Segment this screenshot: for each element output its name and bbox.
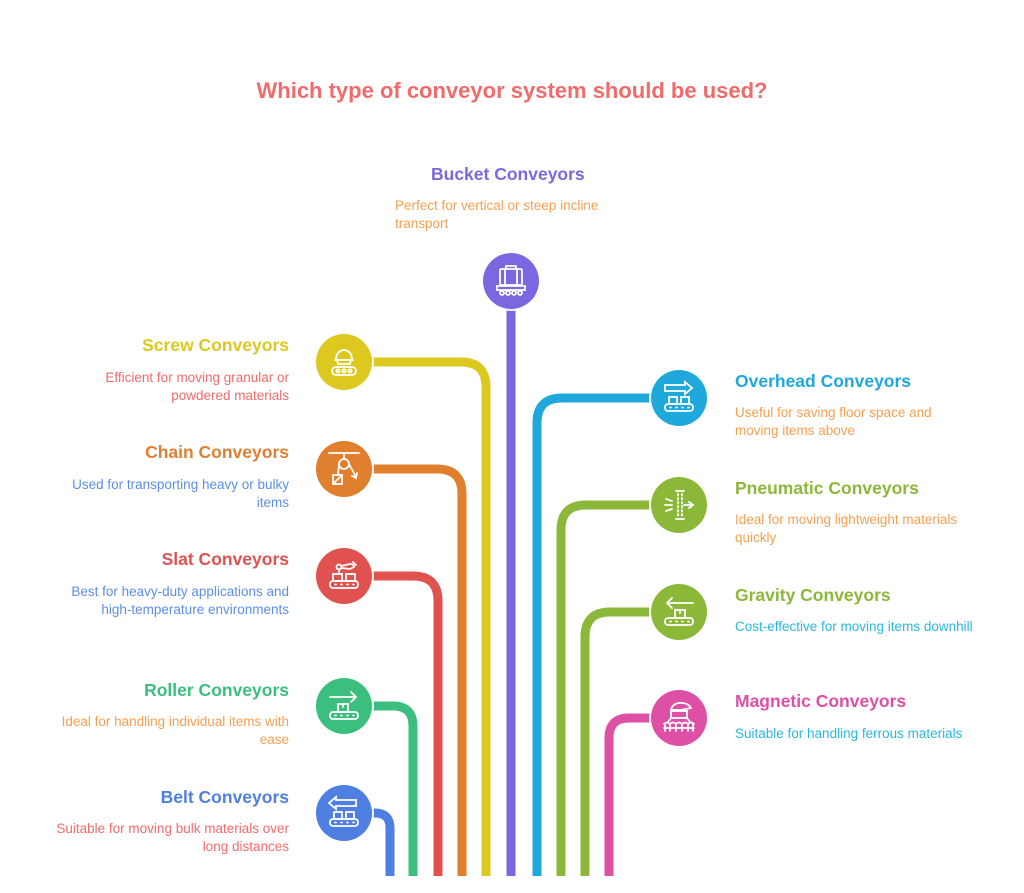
bucket-conveyor-icon: [483, 253, 539, 309]
connector-slat: [360, 571, 443, 876]
overhead-conveyors-label: Overhead Conveyors: [735, 371, 912, 391]
connector-gravity: [580, 607, 665, 876]
chain-pulley-icon: [316, 441, 372, 497]
diagram-title: Which type of conveyor system should be …: [256, 78, 768, 103]
slat-conveyors-description: Best for heavy-duty applications and hig…: [71, 584, 289, 617]
magnetic-conveyor-icon: [651, 690, 707, 746]
roller-conveyors-description: Ideal for handling individual items with…: [61, 714, 289, 747]
overhead-arrow-right-icon: [651, 370, 707, 426]
chain-conveyors-label: Chain Conveyors: [145, 442, 289, 462]
screw-conveyors-description: Efficient for moving granular or powdere…: [105, 370, 289, 403]
connector-pneumatic: [556, 500, 665, 876]
screw-conveyors-label: Screw Conveyors: [142, 335, 289, 355]
gravity-arrow-left-icon: [651, 584, 707, 640]
pneumatic-airflow-icon: [651, 477, 707, 533]
robot-arm-conveyor-icon: [316, 548, 372, 604]
slat-conveyors-label: Slat Conveyors: [161, 549, 289, 569]
bucket-conveyors-description: Perfect for vertical or steep incline tr…: [395, 198, 599, 231]
connector-overhead: [532, 393, 665, 876]
magnetic-conveyors-label: Magnetic Conveyors: [735, 691, 907, 711]
overhead-conveyors-description: Useful for saving floor space and moving…: [735, 405, 932, 438]
pneumatic-conveyors-description: Ideal for moving lightweight materials q…: [735, 512, 958, 545]
chain-conveyors-description: Used for transporting heavy or bulky ite…: [72, 477, 289, 510]
belt-conveyors-label: Belt Conveyors: [160, 787, 289, 807]
screw-conveyor-icon: [316, 334, 372, 390]
belt-arrow-left-icon: [316, 785, 372, 841]
connector-chain: [360, 464, 467, 876]
connector-screw: [360, 357, 491, 876]
gravity-conveyors-label: Gravity Conveyors: [735, 585, 891, 605]
roller-conveyors-label: Roller Conveyors: [144, 680, 289, 700]
bucket-conveyors-label: Bucket Conveyors: [431, 164, 585, 184]
gravity-conveyors-description: Cost-effective for moving items downhill: [735, 619, 973, 634]
connector-magnetic: [604, 713, 665, 876]
belt-conveyors-description: Suitable for moving bulk materials over …: [56, 821, 289, 854]
connector-belt: [360, 808, 395, 876]
roller-arrow-right-icon: [316, 678, 372, 734]
pneumatic-conveyors-label: Pneumatic Conveyors: [735, 478, 919, 498]
magnetic-conveyors-description: Suitable for handling ferrous materials: [735, 726, 963, 741]
connector-roller: [360, 701, 418, 876]
